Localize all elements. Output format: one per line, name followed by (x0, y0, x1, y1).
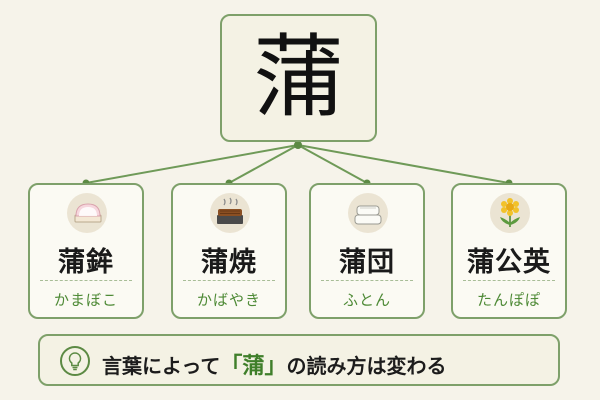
reading-label: ふとん (342, 291, 391, 309)
word-card-tanpopo: 蒲公英 たんぽぽ (451, 183, 567, 319)
caption-open-quote: 「 (220, 354, 243, 379)
divider (183, 280, 275, 281)
word-label: 蒲団 (339, 247, 395, 278)
word-label: 蒲鉾 (58, 247, 114, 278)
connector-line-3 (297, 144, 368, 184)
connector-line-1 (85, 144, 299, 184)
word-label: 蒲焼 (201, 247, 257, 278)
reading-label: たんぽぽ (476, 291, 541, 309)
divider (463, 280, 555, 281)
connector-line-4 (297, 144, 510, 184)
caption-bar: 言葉によって「蒲」の読み方は変わる (38, 334, 560, 386)
caption-before: 言葉によって (102, 354, 221, 378)
word-card-kamaboko: 蒲鉾 かまぼこ (28, 183, 144, 319)
caption-highlight-kanji: 蒲 (242, 354, 265, 379)
divider (321, 280, 413, 281)
grilled-eel-icon (210, 193, 250, 233)
word-label: 蒲公英 (467, 247, 551, 278)
main-kanji-box: 蒲 (220, 14, 377, 142)
main-kanji: 蒲 (253, 25, 344, 130)
divider (40, 280, 132, 281)
caption-close-quote: 」 (264, 354, 287, 379)
futon-icon (348, 193, 388, 233)
kamaboko-icon (67, 193, 107, 233)
caption-after: の読み方は変わる (286, 354, 447, 378)
dandelion-icon (490, 193, 530, 233)
reading-label: かまぼこ (53, 291, 118, 309)
word-card-kabayaki: 蒲焼 かばやき (171, 183, 287, 319)
lightbulb-icon (60, 346, 90, 376)
connector-line-2 (228, 144, 299, 184)
word-card-futon: 蒲団 ふとん (309, 183, 425, 319)
reading-label: かばやき (196, 291, 261, 309)
caption-text: 言葉によって「蒲」の読み方は変わる (102, 348, 446, 380)
connector-dot-top (294, 141, 302, 149)
